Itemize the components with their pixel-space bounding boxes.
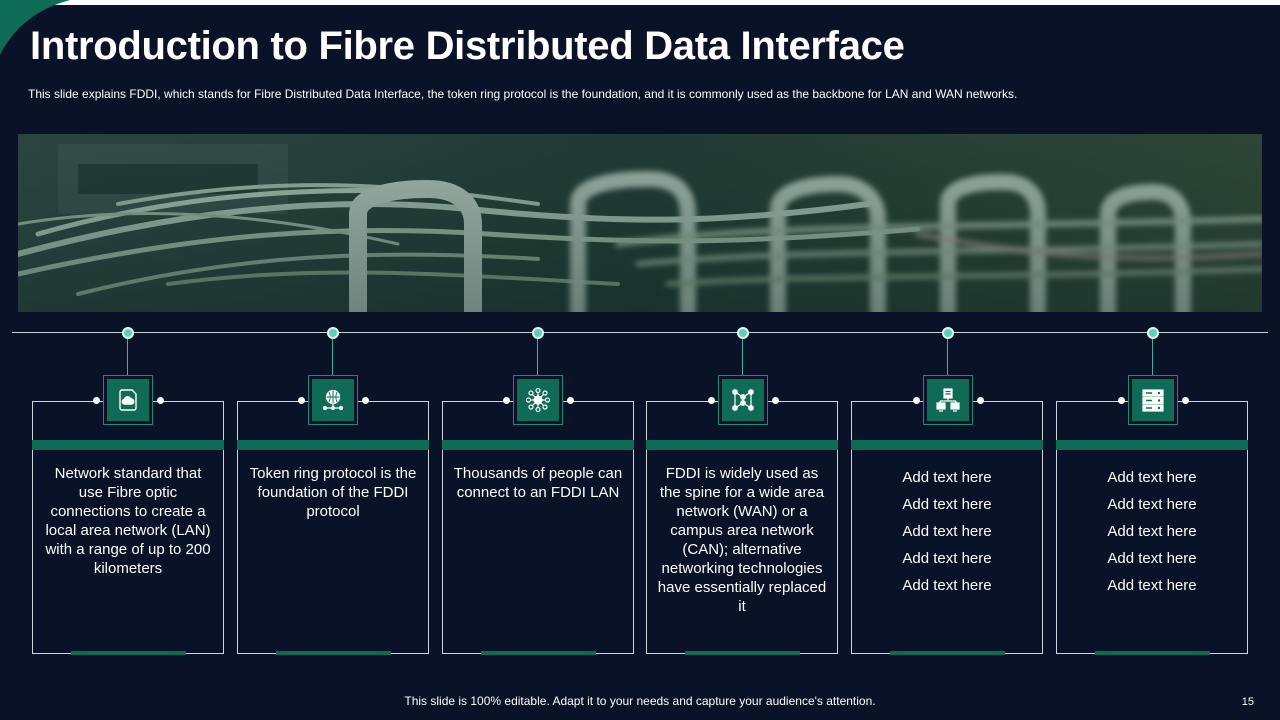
timeline-line xyxy=(12,332,1268,333)
card-text: Thousands of people can connect to an FD… xyxy=(453,465,623,501)
list-item: Add text here xyxy=(1107,550,1197,567)
card-text: Network standard that use Fibre optic co… xyxy=(45,465,211,577)
card-footer-bar xyxy=(1095,651,1210,655)
timeline-stem xyxy=(1152,339,1153,376)
timeline-stem xyxy=(127,339,128,376)
server-rack-icon xyxy=(1128,375,1178,425)
connector-dot xyxy=(977,397,984,404)
hub-network-icon xyxy=(513,375,563,425)
timeline-stem xyxy=(332,339,333,376)
card-text-list: Add text here Add text here Add text her… xyxy=(862,464,1032,599)
card-header-bar xyxy=(32,440,224,450)
connector-dot xyxy=(567,397,574,404)
card-text: Token ring protocol is the foundation of… xyxy=(249,465,417,520)
card-header-bar xyxy=(851,440,1043,450)
connector-dot xyxy=(1182,397,1189,404)
cloud-document-icon xyxy=(103,375,153,425)
timeline-stem xyxy=(947,339,948,376)
fibre-cables-banner-image xyxy=(18,134,1262,312)
connector-dot xyxy=(1118,397,1125,404)
card-header-bar xyxy=(237,440,429,450)
card-footer-bar xyxy=(71,651,186,655)
card-footer-bar xyxy=(481,651,596,655)
card-footer-bar xyxy=(276,651,391,655)
connector-dot xyxy=(298,397,305,404)
connector-dot xyxy=(362,397,369,404)
card-footer-bar xyxy=(890,651,1005,655)
list-item: Add text here xyxy=(902,550,992,567)
list-item: Add text here xyxy=(1107,577,1197,594)
server-computers-icon xyxy=(923,375,973,425)
list-item: Add text here xyxy=(902,523,992,540)
top-strip xyxy=(0,0,1280,5)
card-header-bar xyxy=(442,440,634,450)
mesh-network-icon xyxy=(718,375,768,425)
timeline-node xyxy=(122,327,134,339)
card-text-list: Add text here Add text here Add text her… xyxy=(1067,464,1237,599)
card-text: FDDI is widely used as the spine for a w… xyxy=(657,465,827,615)
list-item: Add text here xyxy=(1107,523,1197,540)
info-card-1: Network standard that use Fibre optic co… xyxy=(32,401,224,655)
card-header-bar xyxy=(646,440,838,450)
timeline-node xyxy=(1147,327,1159,339)
info-card-5: Add text here Add text here Add text her… xyxy=(851,401,1043,655)
globe-network-icon xyxy=(308,375,358,425)
connector-dot xyxy=(93,397,100,404)
page-number: 15 xyxy=(1241,696,1254,708)
info-card-6: Add text here Add text here Add text her… xyxy=(1056,401,1248,655)
info-card-2: Token ring protocol is the foundation of… xyxy=(237,401,429,655)
footer-note: This slide is 100% editable. Adapt it to… xyxy=(404,694,876,708)
connector-dot xyxy=(503,397,510,404)
corner-accent-icon xyxy=(0,0,70,55)
connector-dot xyxy=(708,397,715,404)
list-item: Add text here xyxy=(902,469,992,486)
card-header-bar xyxy=(1056,440,1248,450)
timeline-node xyxy=(942,327,954,339)
timeline-node xyxy=(327,327,339,339)
page-subtitle: This slide explains FDDI, which stands f… xyxy=(28,87,1018,101)
page-title: Introduction to Fibre Distributed Data I… xyxy=(30,24,905,68)
timeline-stem xyxy=(742,339,743,376)
connector-dot xyxy=(157,397,164,404)
info-card-4: FDDI is widely used as the spine for a w… xyxy=(646,401,838,655)
list-item: Add text here xyxy=(1107,469,1197,486)
connector-dot xyxy=(913,397,920,404)
list-item: Add text here xyxy=(902,496,992,513)
info-card-3: Thousands of people can connect to an FD… xyxy=(442,401,634,655)
timeline-node xyxy=(532,327,544,339)
timeline-node xyxy=(737,327,749,339)
list-item: Add text here xyxy=(902,577,992,594)
list-item: Add text here xyxy=(1107,496,1197,513)
connector-dot xyxy=(772,397,779,404)
timeline-stem xyxy=(537,339,538,376)
card-footer-bar xyxy=(685,651,800,655)
